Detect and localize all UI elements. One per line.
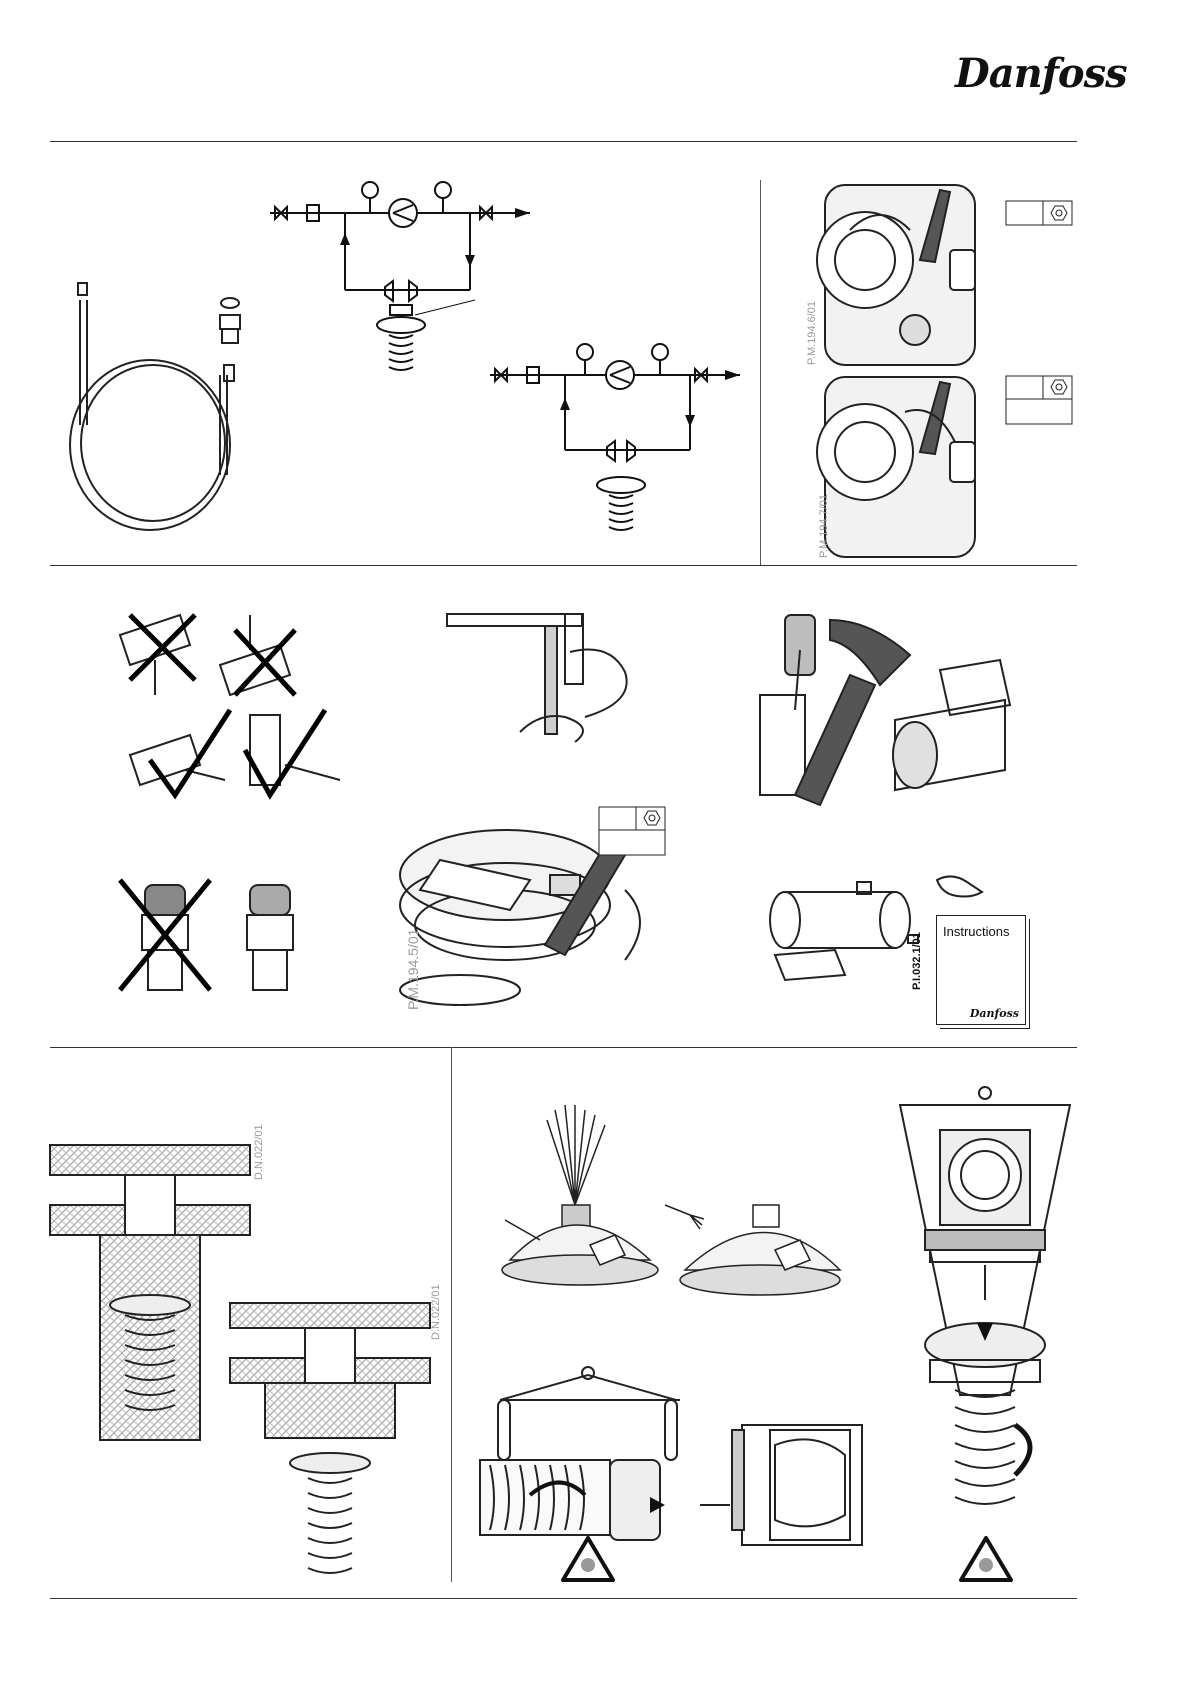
actuator-cleaning-illustration-2 <box>655 1195 825 1310</box>
figure-code-actuator-wrench: P.M.194.5/01 <box>405 929 421 1010</box>
seal-nut-orientation-illustration <box>120 880 300 995</box>
actuator-horizontal-mounting-illustration <box>470 1365 880 1585</box>
pump-bypass-schematic-2 <box>485 345 745 555</box>
divider-row2 <box>50 1047 1077 1048</box>
brand-logo: Danfoss <box>955 50 1127 97</box>
figure-code-wrench-bottom: P.M.194.7/01 <box>818 494 830 558</box>
pointing-hand-icon <box>935 870 985 910</box>
tube-insert-hammer-illustration <box>755 610 1005 810</box>
flange-wrench-illustration-top <box>810 180 990 365</box>
insulation-illustration-large <box>50 1145 250 1440</box>
hex-nut-label-actuator <box>598 806 666 856</box>
figure-code-wrench-top: P.M.194.6/01 <box>806 301 818 365</box>
hex-nut-label-top <box>1005 200 1073 226</box>
flange-wrench-illustration-bottom <box>810 372 990 557</box>
instructions-booklet: Instructions Danfoss <box>936 915 1026 1025</box>
figure-code-insulation-a: D.N.022/01 <box>253 1124 265 1180</box>
actuator-cleaning-illustration-1 <box>500 1105 660 1310</box>
booklet-title: Instructions <box>943 924 1009 939</box>
figure-code-booklet: P.I.032.1/01 <box>911 932 923 990</box>
condensate-vessel-illustration <box>765 880 920 990</box>
divider-top <box>50 141 1077 142</box>
pipe-connection-orientation-illustration <box>110 605 350 815</box>
insulation-illustration-small <box>230 1303 430 1593</box>
tube-bending-illustration <box>445 612 645 747</box>
hex-nut-label-bottom <box>1005 375 1073 425</box>
divider-v1 <box>760 180 761 565</box>
booklet-logo: Danfoss <box>970 1007 1019 1020</box>
figure-code-insulation-b: D.N.022/01 <box>430 1284 442 1340</box>
divider-row1 <box>50 565 1077 566</box>
compression-fittings-illustration <box>210 295 250 405</box>
divider-bottom <box>50 1598 1077 1599</box>
actuator-vertical-lifting-illustration <box>895 1085 1075 1525</box>
warning-triangle-icon <box>560 1535 616 1583</box>
divider-v2 <box>451 1047 452 1582</box>
warning-triangle-icon-2 <box>958 1535 1014 1583</box>
